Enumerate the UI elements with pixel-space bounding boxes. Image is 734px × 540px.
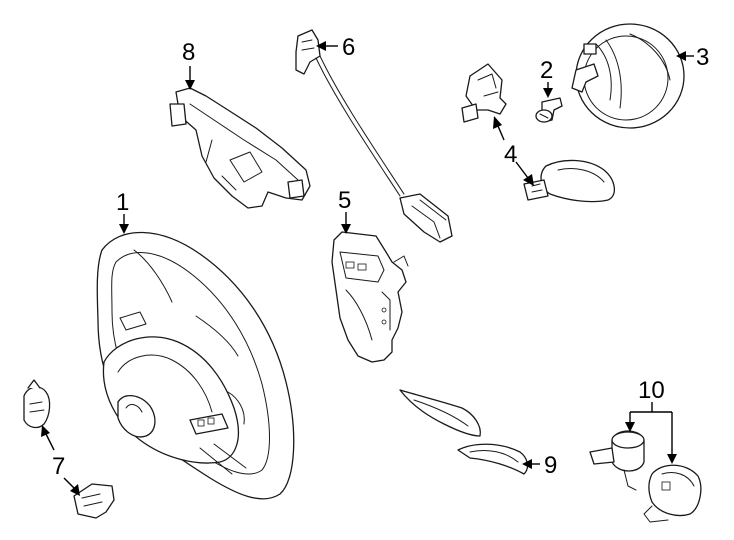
part-10-switch-left [589,430,645,491]
part-9-trim-covers [399,389,529,475]
part-4-lower-switch [523,159,615,203]
callout-3: 3 [696,44,709,71]
part-2-screw [535,97,563,123]
part-8-trim-bracket [169,87,311,209]
callout-4: 4 [504,141,517,168]
callout-9: 9 [544,452,557,479]
part-7-clip-lower [73,483,115,519]
callout-labels: 1 2 3 4 5 6 7 8 9 10 [52,34,709,480]
part-5-control-unit [331,231,409,363]
callout-7: 7 [52,453,65,480]
callout-5: 5 [338,187,351,214]
part-4-upper-switch [461,63,507,123]
part-7-clip-upper [23,379,51,429]
part-1-steering-wheel [96,231,295,500]
callout-1: 1 [116,189,129,216]
callout-10: 10 [638,377,665,404]
part-10-switch-right [643,464,702,523]
callout-8: 8 [182,39,195,66]
callout-6: 6 [342,34,355,61]
part-3-airbag-module [571,23,685,129]
leader-lines [41,41,694,496]
part-6-cable-harness [295,29,453,243]
callout-2: 2 [540,57,553,84]
